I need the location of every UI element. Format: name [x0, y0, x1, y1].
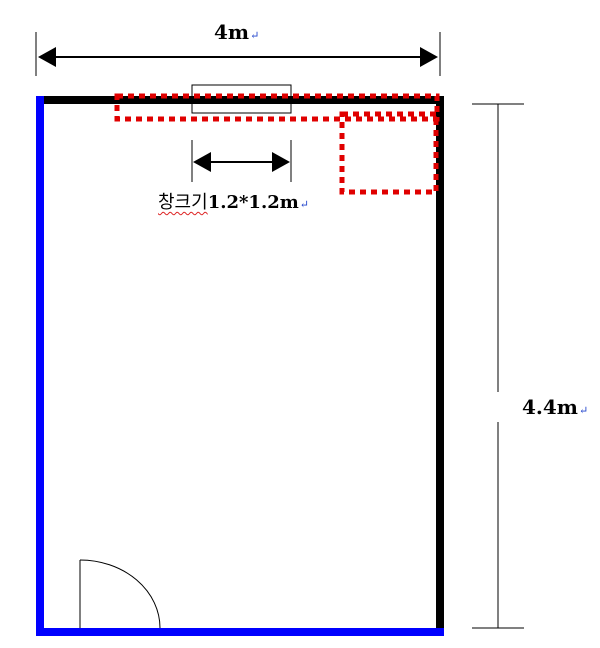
furniture-long-outline	[114, 93, 440, 122]
room-width-value: 4m	[214, 20, 250, 44]
window-outline	[191, 84, 292, 114]
width-arrowhead-left	[38, 47, 56, 67]
return-mark-icon: ↵	[250, 29, 260, 42]
width-dimension	[35, 32, 441, 76]
room-height-label: 4.4m↵	[522, 397, 588, 417]
furniture-outlines	[114, 93, 440, 195]
door-swing-arc	[79, 559, 161, 629]
room-height-value: 4.4m	[522, 395, 578, 419]
return-mark-icon: ↵	[578, 404, 589, 417]
width-arrowhead-right	[420, 47, 438, 67]
window-size-label: 창크기1.2*1.2m↵	[158, 194, 309, 212]
window-size-value: 1.2*1.2m	[207, 192, 299, 213]
door-symbol	[79, 559, 161, 629]
room-width-label: 4m↵	[214, 22, 259, 42]
room-walls	[36, 96, 444, 636]
window-arrowhead-left	[193, 152, 211, 172]
window-arrowhead-right	[272, 152, 290, 172]
window-dimension	[191, 140, 292, 182]
furniture-square-outline	[339, 111, 439, 195]
return-mark-icon: ↵	[299, 198, 309, 211]
window-label-korean: 창크기	[158, 192, 208, 213]
height-dimension	[472, 103, 524, 629]
